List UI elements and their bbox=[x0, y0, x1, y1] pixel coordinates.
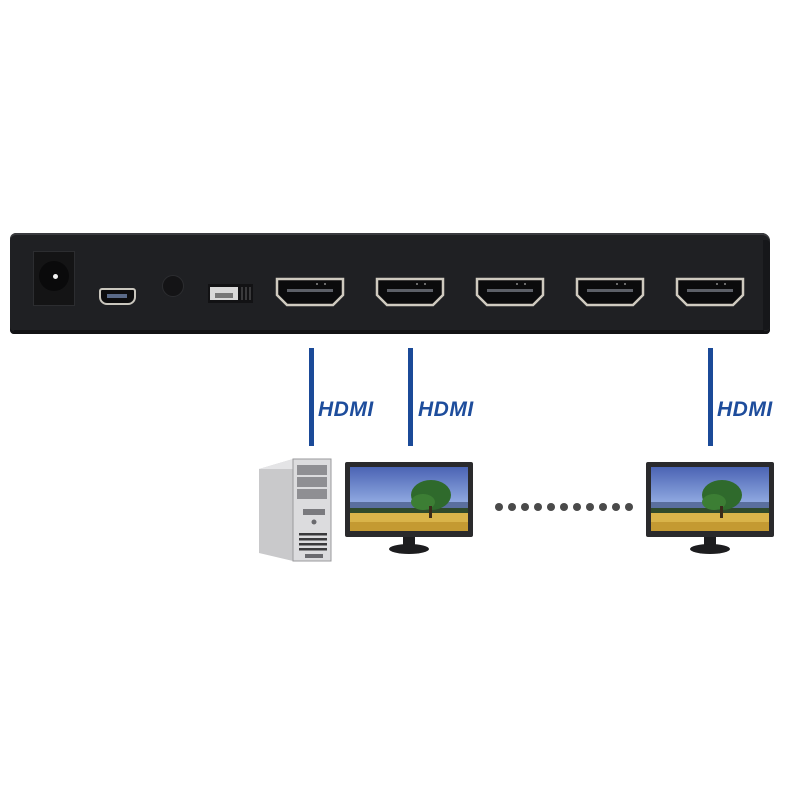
dot bbox=[495, 503, 503, 511]
hdmi-label: HDMI bbox=[418, 398, 474, 421]
monitor-icon bbox=[646, 462, 774, 557]
dot bbox=[508, 503, 516, 511]
more-monitors-ellipsis bbox=[495, 503, 633, 511]
hdmi-port-icon-input bbox=[273, 276, 347, 308]
dc-power-jack-icon bbox=[33, 251, 75, 306]
hdmi-port-icon-out-2 bbox=[473, 276, 547, 308]
dot bbox=[521, 503, 529, 511]
hdmi-cable-line bbox=[309, 348, 314, 446]
dot bbox=[560, 503, 568, 511]
dot bbox=[586, 503, 594, 511]
ir-sensor-icon bbox=[162, 275, 184, 297]
monitor-icon bbox=[345, 462, 473, 557]
dot bbox=[599, 503, 607, 511]
computer-tower-icon bbox=[259, 457, 333, 563]
hdmi-port-icon-out-4 bbox=[673, 276, 747, 308]
dot bbox=[625, 503, 633, 511]
device-side-edge bbox=[763, 240, 770, 330]
hdmi-cable-line bbox=[708, 348, 713, 446]
dot bbox=[534, 503, 542, 511]
dot bbox=[573, 503, 581, 511]
device-bottom-lip bbox=[14, 330, 764, 334]
hdmi-port-icon-out-3 bbox=[573, 276, 647, 308]
slide-switch-icon bbox=[208, 284, 253, 303]
hdmi-label: HDMI bbox=[318, 398, 374, 421]
dot bbox=[547, 503, 555, 511]
mini-usb-port-icon bbox=[99, 288, 136, 305]
hdmi-port-icon-out-1 bbox=[373, 276, 447, 308]
dot bbox=[612, 503, 620, 511]
hdmi-cable-line bbox=[408, 348, 413, 446]
hdmi-label: HDMI bbox=[717, 398, 773, 421]
